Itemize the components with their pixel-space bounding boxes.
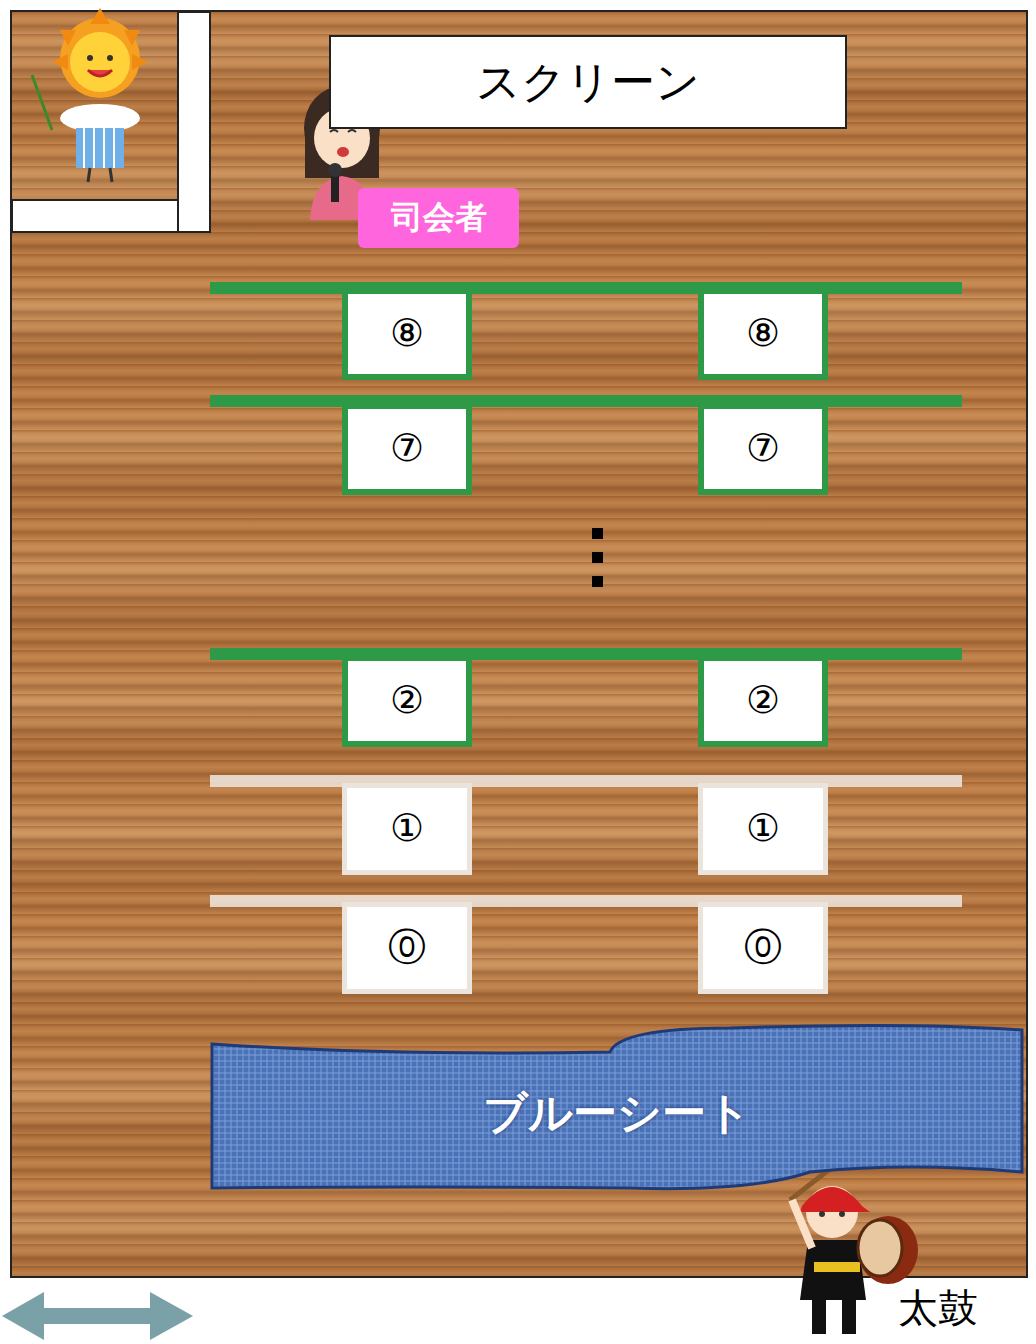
screen-box: スクリーン xyxy=(329,35,847,129)
seat-row-box: ⓪ xyxy=(342,902,472,994)
node-text: ⑧ xyxy=(746,313,780,355)
node-text: ① xyxy=(746,808,780,850)
seat-row-box: ① xyxy=(342,783,472,875)
node-text: 司会者 xyxy=(391,200,487,235)
node-text: ブルーシート xyxy=(483,1089,751,1137)
node-text: ⓪ xyxy=(388,927,426,969)
ellipsis-dots xyxy=(592,528,603,587)
node-text: ⑦ xyxy=(390,428,424,470)
row-line xyxy=(210,282,962,907)
node-text: ⑦ xyxy=(746,428,780,470)
node-text: ⓪ xyxy=(744,927,782,969)
node-text: ① xyxy=(390,808,424,850)
seat-row-box: ⑦ xyxy=(698,403,828,495)
seat-row-box: ⑦ xyxy=(342,403,472,495)
node-text: ② xyxy=(746,680,780,722)
seat-row-box: ⑧ xyxy=(698,288,828,380)
seat-row-box: ② xyxy=(698,655,828,747)
seat-row-box: ① xyxy=(698,783,828,875)
seat-row-box: ⑧ xyxy=(342,288,472,380)
sun-character xyxy=(32,8,148,182)
blue-sheet: ブルーシート xyxy=(210,1022,1024,1194)
seat-row-box: ② xyxy=(342,655,472,747)
seat-row-box: ⓪ xyxy=(698,902,828,994)
mc-label: 司会者 xyxy=(358,188,519,248)
node-text: ② xyxy=(390,680,424,722)
double-arrow xyxy=(2,1292,193,1340)
node-text: スクリーン xyxy=(476,58,700,106)
node-text: ⑧ xyxy=(390,313,424,355)
drum-label: 太鼓 xyxy=(898,1286,978,1330)
